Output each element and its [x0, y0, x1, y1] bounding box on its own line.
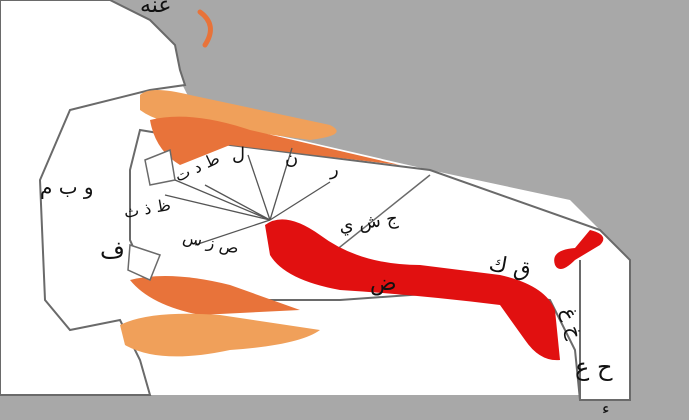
glottal-label: ء	[602, 399, 610, 418]
lips-label: و ب م	[40, 175, 94, 199]
nose-label: عنه	[140, 0, 172, 18]
ra-label: ر	[329, 159, 339, 180]
pharyngeal-label: ح ع	[575, 353, 613, 381]
nun-label: ن	[285, 148, 298, 169]
lower-lip-outer	[120, 314, 320, 357]
lam-label: ل	[232, 144, 245, 165]
labiodental-label: ف	[100, 236, 125, 264]
dad-label: ض	[370, 271, 397, 296]
